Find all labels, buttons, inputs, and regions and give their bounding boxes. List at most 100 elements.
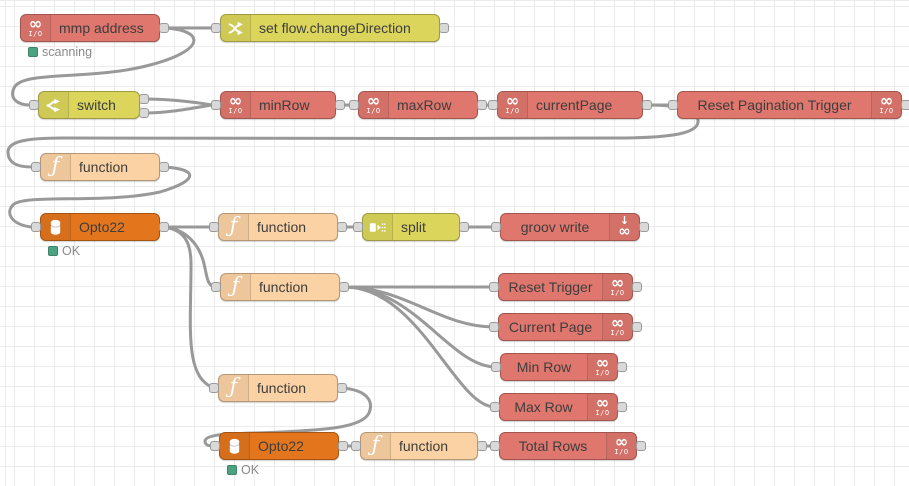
wire-switch-out1-to-minrow[interactable]	[142, 97, 214, 107]
output-port[interactable]	[159, 222, 169, 232]
output-port[interactable]	[159, 162, 169, 172]
input-port[interactable]	[490, 441, 500, 451]
output-port[interactable]	[477, 441, 487, 451]
io-icon: ∞I/O	[21, 15, 51, 41]
function-icon: ƒ	[219, 375, 249, 401]
output-port[interactable]	[901, 100, 909, 110]
input-port[interactable]	[351, 441, 361, 451]
node-label: Max Row	[514, 399, 573, 415]
opto22-1-node[interactable]: Opto22	[31, 213, 169, 241]
input-port[interactable]	[209, 222, 219, 232]
wire-mmp-address-to-switch[interactable]	[11, 26, 196, 107]
status-text: OK	[241, 463, 260, 477]
io-icon: ∞I/O	[498, 92, 528, 118]
set-flow-changedirection-node[interactable]: set flow.changeDirection	[211, 14, 449, 42]
database-icon	[41, 214, 71, 240]
function-icon: ƒ	[361, 433, 391, 459]
node-label: function	[257, 219, 307, 235]
function-2-node[interactable]: ƒ function	[209, 213, 347, 241]
input-port[interactable]	[668, 100, 678, 110]
node-label: Opto22	[79, 219, 125, 235]
output-port[interactable]	[439, 23, 449, 33]
groov-write-node[interactable]: ↓∞groov write	[491, 213, 649, 241]
node-label: Current Page	[508, 319, 593, 335]
input-port[interactable]	[490, 402, 500, 412]
node-label: groov write	[520, 219, 590, 235]
output-port[interactable]	[159, 23, 169, 33]
input-port[interactable]	[211, 23, 221, 33]
status-text: OK	[62, 244, 81, 258]
status-dot-icon	[227, 465, 237, 475]
output-port[interactable]	[335, 100, 345, 110]
output-port[interactable]	[477, 100, 487, 110]
output-port[interactable]	[636, 441, 646, 451]
node-label: minRow	[259, 97, 310, 113]
input-port[interactable]	[29, 100, 39, 110]
output-port[interactable]	[337, 222, 347, 232]
output-port[interactable]	[337, 383, 347, 393]
wire-function-3-to-min-row[interactable]	[342, 285, 498, 369]
input-port[interactable]	[31, 162, 41, 172]
node-label: function	[79, 159, 129, 175]
input-port[interactable]	[489, 322, 499, 332]
wire-function-1-to-opto22-1[interactable]	[8, 165, 192, 229]
wire-opto22-1-to-function-4[interactable]	[162, 225, 216, 390]
input-port[interactable]	[488, 100, 498, 110]
wire-function-3-to-max-row[interactable]	[342, 285, 497, 409]
output-port[interactable]	[617, 402, 627, 412]
status-text: scanning	[42, 45, 93, 59]
output-port[interactable]	[139, 108, 149, 118]
input-port[interactable]	[211, 282, 221, 292]
output-port[interactable]	[639, 222, 649, 232]
function-icon: ƒ	[221, 274, 251, 300]
input-port[interactable]	[491, 362, 501, 372]
output-port[interactable]	[632, 322, 642, 332]
input-port[interactable]	[353, 222, 363, 232]
input-port[interactable]	[349, 100, 359, 110]
minrow-node[interactable]: ∞I/O minRow	[211, 91, 345, 119]
io-icon: ∞I/O	[602, 274, 632, 300]
output-port[interactable]	[338, 441, 348, 451]
input-port[interactable]	[211, 100, 221, 110]
input-port[interactable]	[489, 282, 499, 292]
database-icon	[220, 433, 250, 459]
wire-switch-out2-to-minrow[interactable]	[142, 103, 214, 115]
function-icon: ƒ	[219, 214, 249, 240]
input-port[interactable]	[31, 222, 41, 232]
wire-currentpage-to-function-1[interactable]	[6, 103, 700, 169]
node-label: maxRow	[397, 97, 452, 113]
status-dot-icon	[28, 47, 38, 57]
mmp-address-status: scanning	[28, 46, 92, 58]
output-port[interactable]	[632, 282, 642, 292]
switch-node[interactable]: switch	[29, 91, 149, 119]
function-4-node[interactable]: ƒ function	[209, 374, 347, 402]
output-port[interactable]	[617, 362, 627, 372]
opto22-2-node[interactable]: Opto22	[210, 432, 348, 460]
output-port[interactable]	[139, 94, 149, 104]
output-port[interactable]	[642, 100, 652, 110]
output-port[interactable]	[459, 222, 469, 232]
input-port[interactable]	[210, 441, 220, 451]
wire-function-3-to-current-page[interactable]	[342, 285, 496, 329]
node-label: function	[257, 380, 307, 396]
input-port[interactable]	[209, 383, 219, 393]
split-node[interactable]: split	[353, 213, 469, 241]
output-port[interactable]	[339, 282, 349, 292]
input-port[interactable]	[491, 222, 501, 232]
io-icon: ∞I/O	[221, 92, 251, 118]
opto22-1-status: OK	[48, 245, 80, 257]
